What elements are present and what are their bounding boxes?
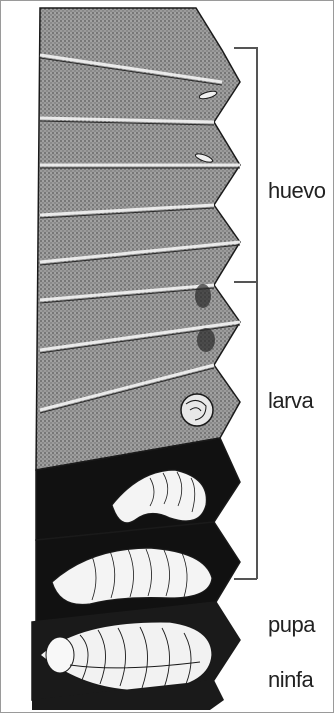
label-larva: larva bbox=[268, 388, 313, 414]
egg-bracket-vertical bbox=[256, 47, 258, 282]
egg-bracket-bottom bbox=[234, 281, 257, 283]
egg-bracket-top bbox=[234, 47, 257, 49]
label-huevo: huevo bbox=[268, 178, 325, 204]
larva-bracket-vertical bbox=[256, 282, 258, 579]
larva-bracket-bottom bbox=[234, 578, 257, 580]
label-ninfa: ninfa bbox=[268, 667, 313, 693]
young-larva bbox=[181, 394, 213, 426]
upper-cells-column bbox=[36, 8, 240, 470]
label-pupa: pupa bbox=[268, 612, 315, 638]
